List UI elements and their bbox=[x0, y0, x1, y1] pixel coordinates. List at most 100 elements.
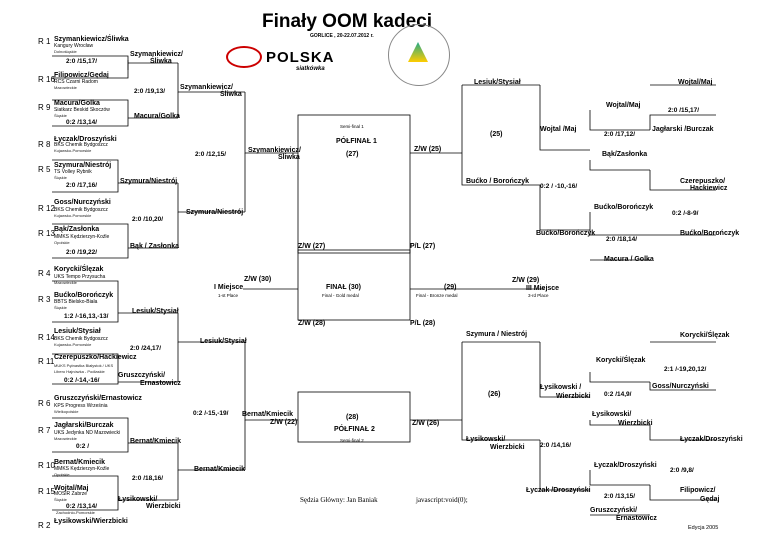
sf1-winner-b: Śliwka bbox=[278, 154, 300, 161]
pl28: P/L (28) bbox=[410, 320, 436, 327]
right-score-149: 0:2 /14,9/ bbox=[604, 391, 632, 398]
team-r12: Goss/Nurczyński bbox=[54, 199, 111, 206]
club-r15: MOSiR Zabrze bbox=[54, 491, 88, 497]
r2-score-1: 2:0 /12,15/ bbox=[195, 151, 227, 158]
region-r16: Mazowieckie bbox=[54, 85, 77, 90]
right-lyczak-1: Łyczak/Droszyński bbox=[680, 436, 743, 443]
seed-r9: R 9 bbox=[38, 103, 51, 112]
team-r6: Gruszczyński/Ernastowicz bbox=[54, 395, 142, 402]
seed-r3: R 3 bbox=[38, 295, 51, 304]
r2-winner-4: Bernat/Kmiecik bbox=[194, 466, 245, 473]
score-r12: 2:0 /10,20/ bbox=[132, 216, 164, 223]
right-score-1814: 2:0 /18,14/ bbox=[606, 236, 638, 243]
right-score-98: 2:0 /9,8/ bbox=[670, 467, 694, 474]
right-fil-b: Gędaj bbox=[700, 496, 720, 503]
score-r11: 0:2 /-14,-16/ bbox=[64, 377, 100, 384]
olympiad-emblem-icon bbox=[388, 24, 450, 86]
seed-r11: R 11 bbox=[38, 357, 55, 366]
right-bak: Bąk/Zasłonka bbox=[602, 151, 648, 158]
club-r13: MMKS Kędzierzyn-Koźle bbox=[54, 234, 110, 240]
club-r14: BKS Chemik Bydgoszcz bbox=[54, 336, 108, 342]
page-title: Finały OOM kadeci bbox=[262, 11, 432, 32]
seed-r16: R 16 bbox=[38, 75, 55, 84]
club-r9: Siatkarz Beskid Skoczów bbox=[54, 107, 110, 113]
right-lys1-b: Wierzbicki bbox=[556, 393, 591, 400]
club-r7: UKS Jedynka ND Mazowiecki bbox=[54, 430, 121, 436]
seed-r2: R 2 bbox=[38, 521, 51, 530]
zw25: Z/W (25) bbox=[414, 146, 442, 153]
right-lyczak-3: Łyczak /Droszyński bbox=[526, 487, 591, 494]
right-lesiuk: Lesiuk/Stysiał bbox=[474, 79, 521, 86]
club-r12: BKS Chemik Bydgoszcz bbox=[54, 207, 108, 213]
team-r8: Łyczak/Droszyński bbox=[54, 136, 117, 143]
right-bucko-3: Bućko/Borończyk bbox=[536, 230, 596, 237]
logo-siatkowka: siatkówka bbox=[296, 66, 325, 72]
sf2-winner-a: Bernat/Kmiecik bbox=[242, 411, 293, 418]
team-r5: Szymura/Niestrój bbox=[54, 162, 112, 169]
score-r10: 2:0 /18,16/ bbox=[132, 475, 164, 482]
score-r3: 1:2 /-16,13,-13/ bbox=[64, 313, 109, 320]
right-macura: Macura / Golka bbox=[604, 256, 654, 263]
team-r2: Łysikowski/Wierzbicki bbox=[54, 518, 128, 525]
team-r7: Jagłarski/Burczak bbox=[54, 422, 114, 429]
right-score-192012: 2:1 /-19,20,12/ bbox=[664, 366, 707, 373]
right-wojtal-2: Wojtal/Maj bbox=[606, 102, 641, 109]
bronze-num: (29) bbox=[444, 284, 457, 291]
club-r16: RCS Czarni Radom bbox=[54, 79, 98, 85]
right-score-1712: 2:0 /17,12/ bbox=[604, 131, 636, 138]
seed-r15: R 15 bbox=[38, 487, 55, 496]
r2-winner-3: Lesiuk/Stysiał bbox=[200, 338, 247, 345]
right-bucko-1: Bućko / Borończyk bbox=[466, 178, 530, 185]
seed-r1: R 1 bbox=[38, 37, 51, 46]
sf1-winner-a: Szymankiewicz/ bbox=[248, 147, 301, 154]
region-r8: Kujawsko-Pomorskie bbox=[54, 148, 92, 153]
region-r13: Opolskie bbox=[54, 240, 70, 245]
r1-winner-1b: Śliwka bbox=[150, 58, 172, 65]
sf2-title: PÓŁFINAŁ 2 bbox=[334, 426, 375, 433]
club-r3: BBTS Bielsko-Biała bbox=[54, 299, 98, 305]
region-r14: Kujawsko-Pomorskie bbox=[54, 342, 92, 347]
team-r1: Szymankiewicz/Śliwka bbox=[54, 36, 129, 43]
right-lys3-b: Wierzbicki bbox=[490, 444, 525, 451]
score-r13: 2:0 /19,22/ bbox=[66, 249, 98, 256]
right-fil-a: Filipowicz/ bbox=[680, 487, 716, 494]
club-r8: BKS Chemik Bydgoszcz bbox=[54, 142, 108, 148]
zw27: Z/W (27) bbox=[298, 243, 326, 250]
right-lys2-b: Wierzbicki bbox=[618, 420, 653, 427]
right-bucko-4: Bućko/Borończyk bbox=[680, 230, 740, 237]
team-r15: Wojtal/Maj bbox=[54, 485, 89, 492]
region-r6: Wielkopolskie bbox=[54, 409, 79, 414]
right-lyczak-2: Łyczak/Droszyński bbox=[594, 462, 657, 469]
first-place: I Miejsce bbox=[214, 284, 244, 291]
r1-winner-4: Bąk / Zasłonka bbox=[130, 243, 180, 250]
zw28: Z/W (28) bbox=[298, 320, 326, 327]
r1-winner-6a: Gruszczyński/ bbox=[118, 372, 166, 379]
seed-r8: R 8 bbox=[38, 140, 51, 149]
edition: Edycja 2005 bbox=[688, 525, 719, 531]
volleyball-logo-icon bbox=[226, 46, 262, 68]
sf1-num: (27) bbox=[346, 151, 359, 158]
zw30: Z/W (30) bbox=[244, 276, 272, 283]
sf2-label: Semi-final 2 bbox=[340, 438, 364, 443]
seed-r4: R 4 bbox=[38, 269, 51, 278]
seed-r10: R 10 bbox=[38, 461, 55, 470]
sf2-winner-b: Z/W (22) bbox=[270, 419, 298, 426]
team-r14: Lesiuk/Stysiał bbox=[54, 328, 101, 335]
right-lys1-a: Łysikowski / bbox=[540, 384, 582, 391]
team-r11: Czerepuszko/Hackiewicz bbox=[54, 354, 137, 361]
right-lys2-a: Łysikowski/ bbox=[592, 411, 632, 418]
region-r1: Dolnośląskie bbox=[54, 49, 77, 54]
r2-winner-1a: Szymankiewicz/ bbox=[180, 84, 233, 91]
team-r13: Bąk/Zasłonka bbox=[54, 226, 100, 233]
zw26: Z/W (26) bbox=[412, 420, 440, 427]
page-subtitle: GORLICE , 20-22.07.2012 r. bbox=[310, 33, 374, 39]
js-link[interactable]: javascript:void(0); bbox=[416, 496, 468, 504]
seed-r7: R 7 bbox=[38, 426, 51, 435]
sf2-num: (28) bbox=[346, 414, 359, 421]
bronze-en: Final - Bronze medal bbox=[416, 293, 458, 298]
right-n25: (25) bbox=[490, 131, 503, 138]
club2-r11: Libero Hajnówka - Podlaskie bbox=[54, 369, 105, 374]
team-r10: Bernat/Kmiecik bbox=[54, 459, 105, 466]
score-r5: 2:0 /17,16/ bbox=[66, 182, 98, 189]
r1-winner-5: Lesiuk/Stysiał bbox=[132, 308, 179, 315]
